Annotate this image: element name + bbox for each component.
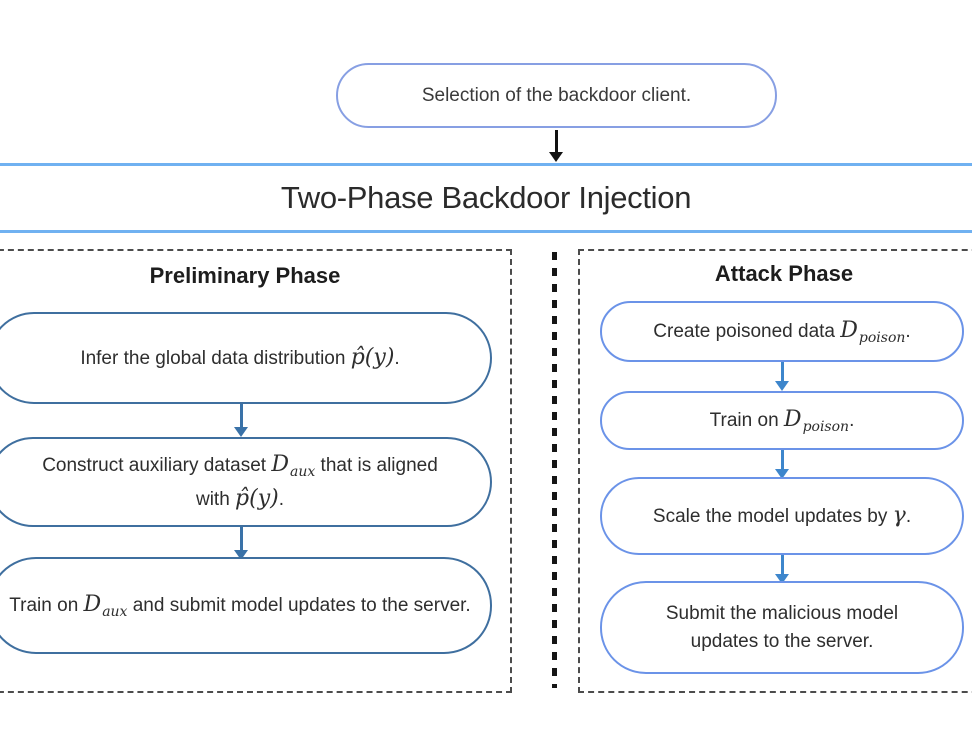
attack-phase-title: Attack Phase [714,261,854,286]
arrow-down-icon [775,362,789,391]
preliminary-phase-panel: Preliminary Phase [0,249,512,693]
step-train-on-poison: Train on Dpoison. [600,391,964,450]
arrow-down-icon [775,450,789,479]
step-train-aux-submit-updates: Train on Daux and submit model updates t… [0,557,492,654]
banner-title: Two-Phase Backdoor Injection [280,180,692,215]
banner-bottom-line [0,230,972,233]
arrow-down-icon [549,130,563,162]
phase-separator [552,252,557,688]
step-submit-malicious-updates: Submit the malicious model updates to th… [600,581,964,674]
arrow-stem [554,130,558,152]
attack-phase-panel: Attack Phase [578,249,972,693]
arrow-head [775,469,789,479]
arrow-down-icon [234,527,248,560]
arrow-down-icon [234,404,248,437]
step-construct-auxiliary-dataset: Construct auxiliary dataset Daux that is… [0,437,492,527]
selection-box: Selection of the backdoor client. [336,63,777,128]
step-infer-distribution: Infer the global data distribution p̂(y)… [0,312,492,404]
arrow-stem [780,362,784,381]
arrow-stem [780,555,784,574]
banner-top-line [0,163,972,166]
arrow-stem [780,450,784,469]
selection-box-label: Selection of the backdoor client. [421,84,692,106]
arrow-stem [239,527,243,550]
step-create-poisoned-data: Create poisoned data Dpoison. [600,301,964,362]
arrow-head [775,381,789,391]
arrow-head [234,427,248,437]
arrow-head [234,550,248,560]
preliminary-phase-title: Preliminary Phase [149,263,341,288]
arrow-head [775,574,789,584]
step-scale-updates: Scale the model updates by γ. [600,477,964,555]
arrow-head [549,152,563,162]
arrow-down-icon [775,555,789,584]
arrow-stem [239,404,243,427]
